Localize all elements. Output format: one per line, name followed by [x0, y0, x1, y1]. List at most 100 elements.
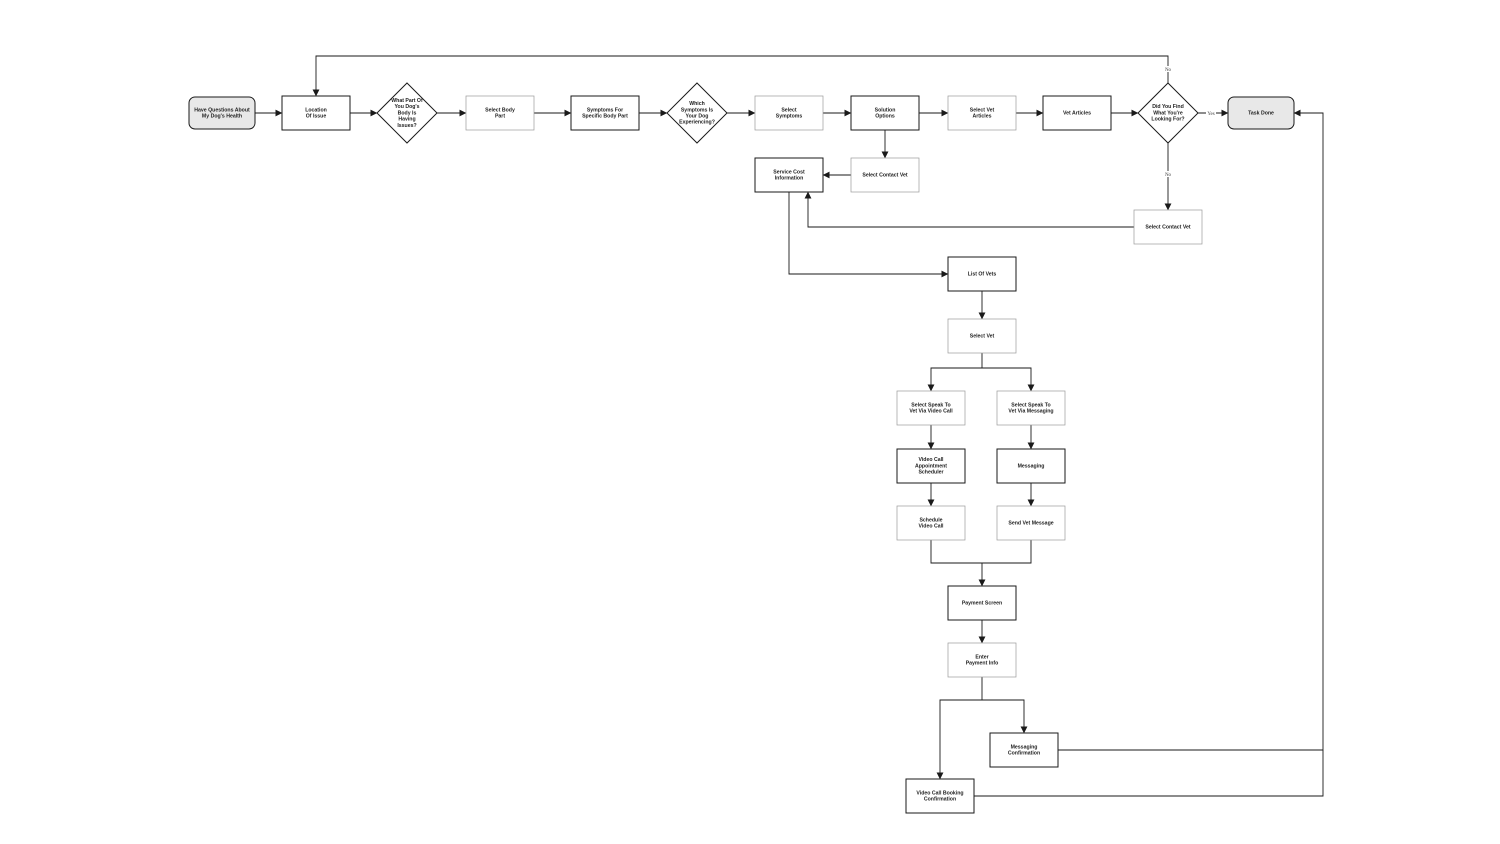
- screen-box: [989, 732, 1059, 768]
- screen-box: [896, 448, 966, 484]
- node-label-line: Your Dog: [686, 113, 709, 119]
- screen-box: [281, 95, 351, 131]
- screen-box: [1042, 95, 1112, 131]
- edge-enter_payment-to-msg_confirm: [981, 677, 1028, 734]
- node-label-line: Select Contact Vet: [862, 172, 908, 178]
- action-box: [947, 642, 1017, 678]
- node-label-line: Select Vet: [970, 107, 995, 113]
- node-label-line: Vet Via Messaging: [1008, 408, 1053, 414]
- node-label-line: Payment Info: [966, 660, 999, 666]
- edge-d_find-to-location: [312, 55, 1169, 97]
- node-label-line: Scheduler: [918, 470, 943, 476]
- screen-box: [754, 157, 824, 193]
- node-payment: Payment Screen: [947, 585, 1017, 621]
- action-box: [996, 505, 1066, 541]
- screen-box: [947, 256, 1017, 292]
- action-box: [850, 157, 920, 193]
- node-task-done: Task Done: [1227, 96, 1295, 130]
- node-label-line: Information: [775, 175, 804, 181]
- action-box: [947, 318, 1017, 354]
- decision-diamond: [1137, 82, 1199, 144]
- edge-select_vet-to-speak_msg: [982, 367, 1035, 392]
- node-label-line: Did You Find: [1152, 104, 1184, 110]
- node-label-line: Looking For?: [1151, 117, 1184, 123]
- node-select-contact-1: Select Contact Vet: [850, 157, 920, 193]
- node-label-line: Appointment: [915, 463, 947, 469]
- screen-box: [850, 95, 920, 131]
- node-label-line: What You're: [1153, 110, 1183, 116]
- node-label-line: Select Speak To: [911, 402, 950, 408]
- node-label-line: Which: [689, 101, 705, 107]
- node-label-line: Select Speak To: [1011, 402, 1050, 408]
- node-label-line: Experiencing?: [679, 120, 715, 126]
- edge-label-background: [1206, 110, 1216, 116]
- edge-label-background: [1163, 171, 1173, 177]
- node-label-line: Confirmation: [924, 796, 956, 802]
- action-box: [754, 95, 824, 131]
- node-list-vets: List Of Vets: [947, 256, 1017, 292]
- node-label-line: Payment Screen: [962, 600, 1002, 606]
- node-label-line: Issues?: [397, 123, 416, 129]
- node-vet-articles: Vet Articles: [1042, 95, 1112, 131]
- edge-label-background: [1163, 66, 1173, 72]
- node-label-line: Options: [875, 113, 895, 119]
- decision-diamond: [376, 82, 438, 144]
- node-label-line: Messaging: [1018, 463, 1045, 469]
- action-box: [896, 505, 966, 541]
- node-label-line: Part: [495, 113, 505, 119]
- node-label-line: Having: [398, 117, 415, 123]
- node-label-line: Vet Articles: [1063, 110, 1091, 116]
- node-send-msg: Send Vet Message: [996, 505, 1066, 541]
- decision-diamond: [666, 82, 728, 144]
- node-label-line: Location: [305, 107, 327, 113]
- node-label-line: Of Issue: [306, 113, 327, 119]
- node-label-line: Task Done: [1248, 110, 1274, 116]
- node-label-line: Video Call: [919, 457, 945, 463]
- node-label-line: Schedule: [919, 517, 942, 523]
- node-label-line: Video Call: [919, 523, 945, 529]
- node-label-line: Solution: [875, 107, 896, 113]
- screen-box: [905, 778, 975, 814]
- node-label-line: List Of Vets: [968, 271, 997, 277]
- action-box: [896, 390, 966, 426]
- node-label-line: Symptoms For: [587, 107, 623, 113]
- action-box: [996, 390, 1066, 426]
- action-box: [1133, 209, 1203, 245]
- edge-video_confirm-to-task_done: [974, 750, 1324, 797]
- node-label-line: Symptoms: [776, 113, 803, 119]
- node-label-line: Select Body: [485, 107, 515, 113]
- node-label-line: What Part Of: [391, 98, 423, 104]
- node-label-line: Messaging: [1011, 744, 1038, 750]
- terminal-box: [188, 96, 256, 130]
- node-label-line: Service Cost: [773, 169, 805, 175]
- edge-select_contact_2-to-service_cost: [804, 191, 1134, 228]
- node-label-line: Video Call Booking: [916, 790, 963, 796]
- edge-schedule_video-to-payment: [930, 540, 986, 587]
- node-label-line: Send Vet Message: [1008, 520, 1053, 526]
- edge-label-no: No: [1165, 68, 1172, 73]
- edge-enter_payment-to-video_confirm: [936, 699, 982, 780]
- node-label-line: Select Contact Vet: [1145, 224, 1191, 230]
- node-label-line: Enter: [975, 654, 988, 660]
- node-label-line: Select Vet: [970, 333, 995, 339]
- action-box: [947, 95, 1017, 131]
- node-label-line: Select: [781, 107, 797, 113]
